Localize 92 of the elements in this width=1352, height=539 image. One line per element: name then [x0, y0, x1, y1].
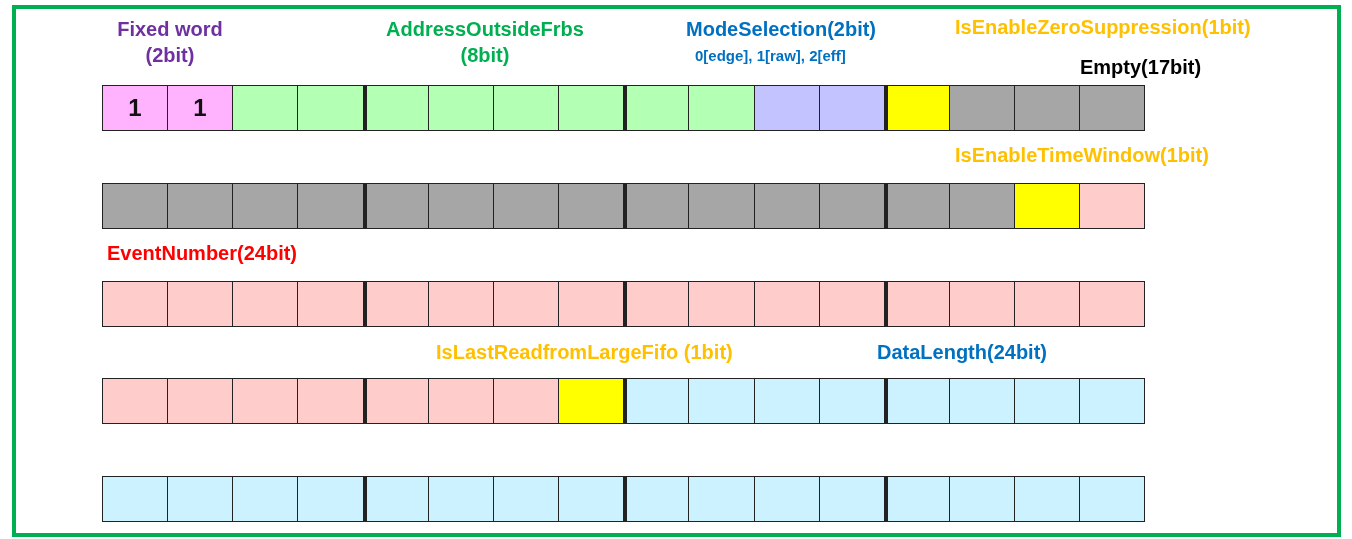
bit-cell: [884, 378, 950, 424]
bit-value: 1: [128, 94, 142, 122]
bit-cell: [1014, 476, 1080, 522]
bit-cell: [754, 85, 820, 131]
bit-cell: [428, 85, 494, 131]
bit-cell: [1014, 281, 1080, 327]
bit-cell: [819, 378, 885, 424]
bit-cell: [623, 85, 689, 131]
bit-cell: [949, 378, 1015, 424]
bit-cell: [1079, 281, 1145, 327]
bit-cell: [363, 281, 429, 327]
bit-cell: [232, 281, 298, 327]
field-label: DataLength(24bit): [877, 340, 1047, 365]
bit-cell: [819, 476, 885, 522]
bit-cell: [884, 476, 950, 522]
bit-cell: [493, 281, 559, 327]
bit-cell: [102, 476, 168, 522]
field-label: IsLastReadfromLargeFifo (1bit): [436, 340, 733, 365]
field-label: EventNumber(24bit): [107, 241, 298, 266]
bit-cell: [1079, 378, 1145, 424]
bit-cell: [363, 183, 429, 229]
bit-cell: [167, 281, 233, 327]
field-label: Empty(17bit): [1080, 55, 1202, 80]
bit-cell: [1014, 183, 1080, 229]
bit-cell: [297, 183, 364, 229]
bit-cell: [688, 183, 755, 229]
bit-cell: [949, 281, 1015, 327]
bit-cell: [297, 476, 364, 522]
bit-cell: [493, 476, 559, 522]
bit-cell: [493, 85, 559, 131]
bit-cell: [428, 476, 494, 522]
bit-cell: [819, 281, 885, 327]
bit-cell: [167, 476, 233, 522]
bit-cell: [1079, 476, 1145, 522]
bit-cell: [102, 378, 168, 424]
bit-cell: [102, 85, 168, 131]
bit-cell: [819, 85, 885, 131]
bit-cell: [558, 281, 624, 327]
bit-cell: [102, 281, 168, 327]
bit-cell: [1079, 85, 1145, 131]
bit-cell: [754, 281, 820, 327]
bit-cell: [884, 85, 950, 131]
field-label: IsEnableTimeWindow(1bit): [955, 143, 1209, 168]
bit-cell: [363, 85, 429, 131]
bit-cell: [688, 378, 755, 424]
bit-cell: [428, 183, 494, 229]
bit-cell: [232, 183, 298, 229]
field-label: 0[edge], 1[raw], 2[eff]: [695, 46, 846, 66]
bit-cell: [884, 281, 950, 327]
bit-cell: [297, 85, 364, 131]
bit-cell: [493, 378, 559, 424]
bit-cell: [297, 378, 364, 424]
bit-cell: [688, 281, 755, 327]
bit-cell: [428, 281, 494, 327]
bit-cell: [558, 183, 624, 229]
bit-cell: [493, 183, 559, 229]
bit-value: 1: [193, 94, 207, 122]
bit-cell: [232, 85, 298, 131]
bit-cell: [949, 183, 1015, 229]
bit-cell: [623, 281, 689, 327]
bit-cell: [1079, 183, 1145, 229]
bit-cell: [167, 378, 233, 424]
bit-cell: [363, 476, 429, 522]
bit-cell: [558, 476, 624, 522]
bit-cell: [754, 183, 820, 229]
field-label: IsEnableZeroSuppression(1bit): [955, 15, 1251, 40]
bit-cell: [232, 476, 298, 522]
bit-cell: [754, 476, 820, 522]
field-label: ModeSelection(2bit): [686, 17, 876, 42]
bit-cell: [623, 378, 689, 424]
bit-cell: [623, 183, 689, 229]
bit-cell: [819, 183, 885, 229]
bit-cell: [558, 378, 624, 424]
bit-cell: [688, 85, 755, 131]
bit-cell: [949, 476, 1015, 522]
bit-cell: [949, 85, 1015, 131]
bit-cell: [297, 281, 364, 327]
bit-cell: [428, 378, 494, 424]
bit-cell: [363, 378, 429, 424]
bit-cell: [688, 476, 755, 522]
bit-cell: [754, 378, 820, 424]
bit-cell: [558, 85, 624, 131]
bit-cell: [167, 85, 233, 131]
bit-cell: [232, 378, 298, 424]
bit-cell: [102, 183, 168, 229]
bit-cell: [1014, 378, 1080, 424]
bit-cell: [884, 183, 950, 229]
bit-cell: [167, 183, 233, 229]
bit-cell: [623, 476, 689, 522]
field-label: Fixed word (2bit): [116, 17, 224, 68]
bit-cell: [1014, 85, 1080, 131]
field-label: AddressOutsideFrbs (8bit): [385, 17, 585, 68]
